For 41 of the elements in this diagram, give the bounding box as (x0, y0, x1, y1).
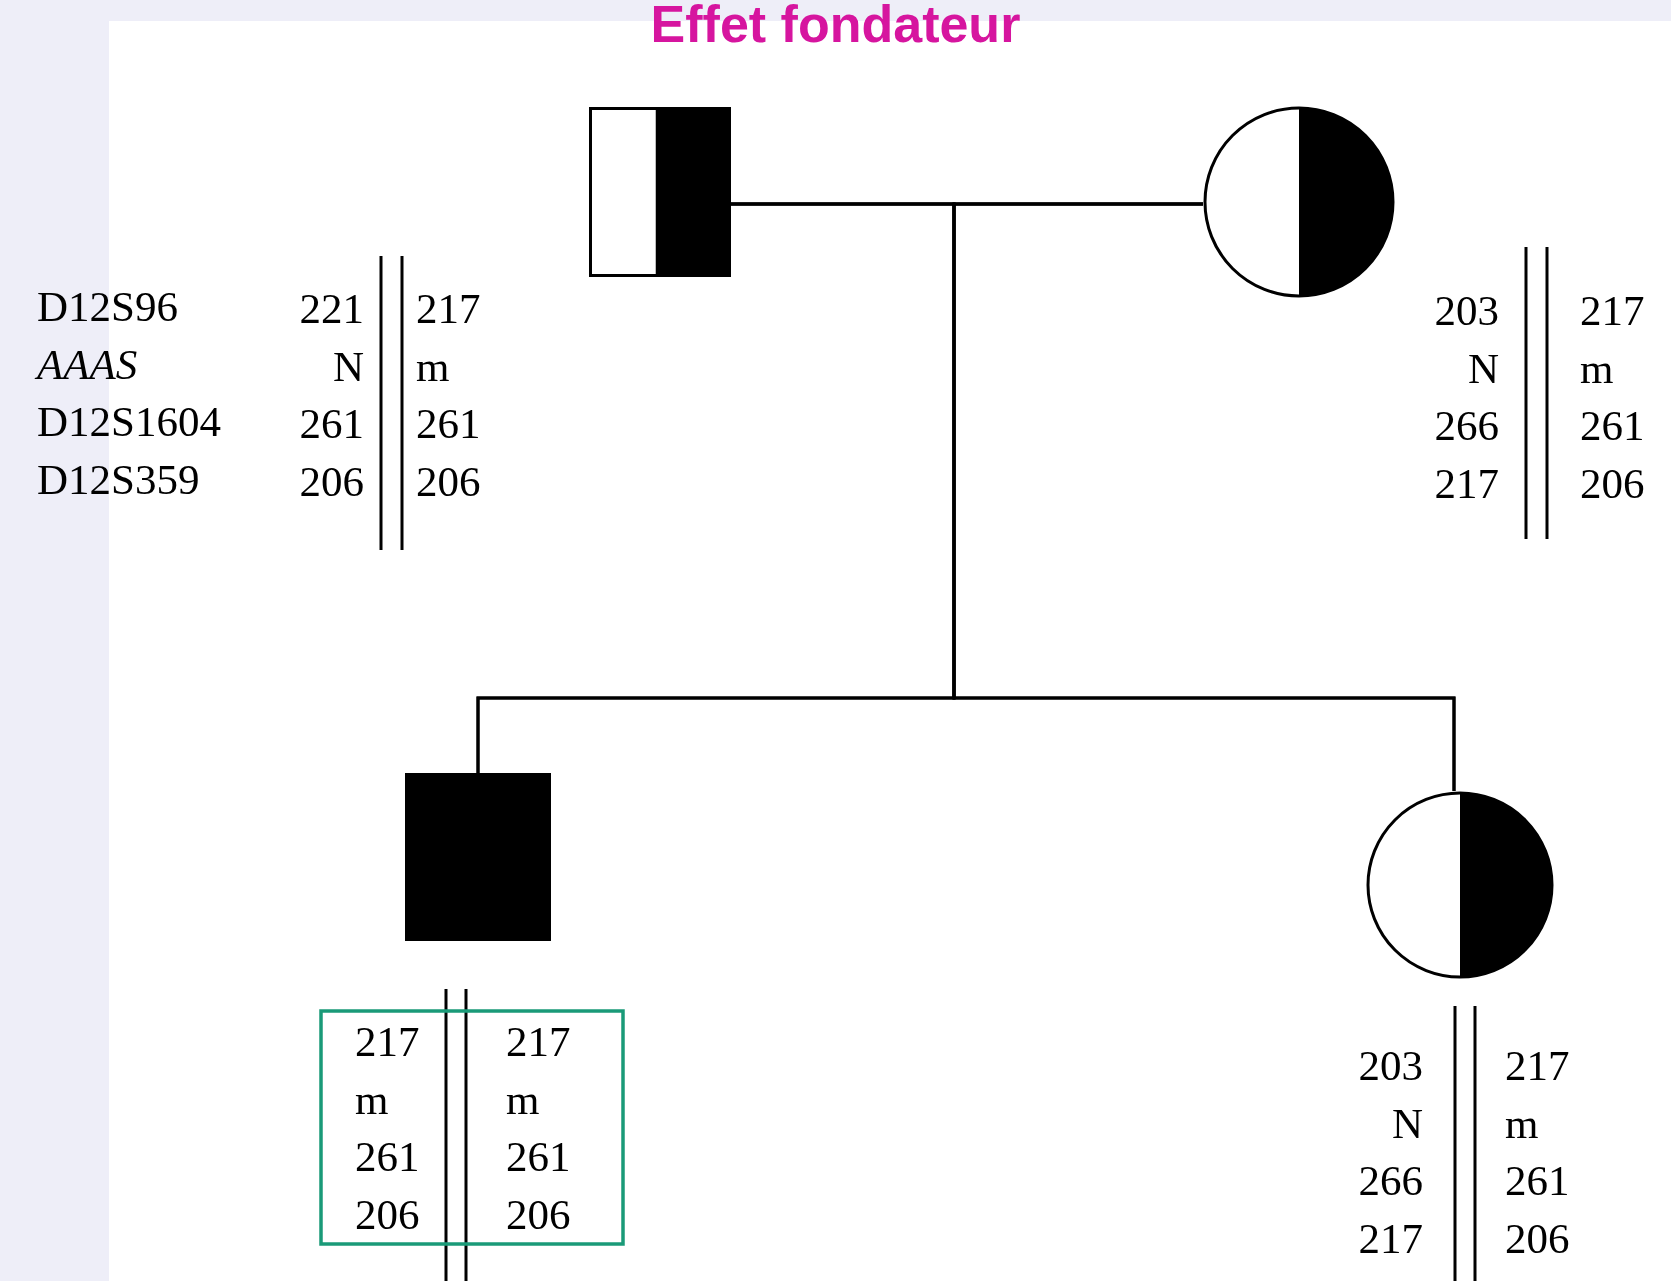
allele-text: 206 (1505, 1213, 1570, 1264)
allele-text: 217 (1358, 1213, 1423, 1264)
allele-text: m (1505, 1098, 1539, 1149)
allele-text: N (332, 341, 364, 392)
allele-text: 206 (355, 1189, 420, 1240)
allele-text: 221 (299, 284, 364, 334)
allele-text: 217 (416, 284, 481, 334)
allele-text: m (506, 1074, 540, 1125)
affected-male-symbol (405, 773, 551, 941)
allele-text: m (355, 1074, 389, 1125)
female-carrier-symbol (1203, 106, 1395, 298)
allele-text: 261 (416, 399, 481, 449)
allele-text: 206 (416, 456, 481, 507)
allele-text: m (416, 341, 450, 392)
allele-text: 261 (506, 1132, 571, 1182)
allele-text: N (1467, 343, 1499, 394)
allele-text: 217 (506, 1017, 571, 1067)
allele-text: 206 (299, 456, 364, 507)
allele-text: m (1580, 343, 1614, 394)
female-carrier-symbol (1366, 791, 1554, 979)
allele-text: 217 (355, 1017, 420, 1067)
allele-text: 261 (1580, 401, 1645, 451)
allele-text: 266 (1358, 1156, 1423, 1206)
allele-text: 261 (299, 399, 364, 449)
male-carrier-symbol (589, 107, 731, 277)
allele-text: 206 (1580, 458, 1645, 509)
allele-text: 217 (1434, 458, 1499, 509)
title: Effet fondateur (649, 0, 1022, 54)
pedigree-line (952, 202, 1456, 791)
allele-text: 261 (355, 1132, 420, 1182)
allele-text: 266 (1434, 401, 1499, 451)
marker-name: D12S96 (37, 282, 178, 332)
allele-text: 203 (1434, 286, 1499, 336)
allele-text: 261 (1505, 1156, 1570, 1206)
allele-text: 217 (1505, 1041, 1570, 1091)
allele-text: N (1391, 1098, 1423, 1149)
allele-text: 217 (1580, 286, 1645, 336)
marker-name: D12S359 (37, 454, 200, 505)
allele-text: 203 (1358, 1041, 1423, 1091)
marker-name: D12S1604 (37, 397, 221, 447)
allele-text: 206 (506, 1189, 571, 1240)
